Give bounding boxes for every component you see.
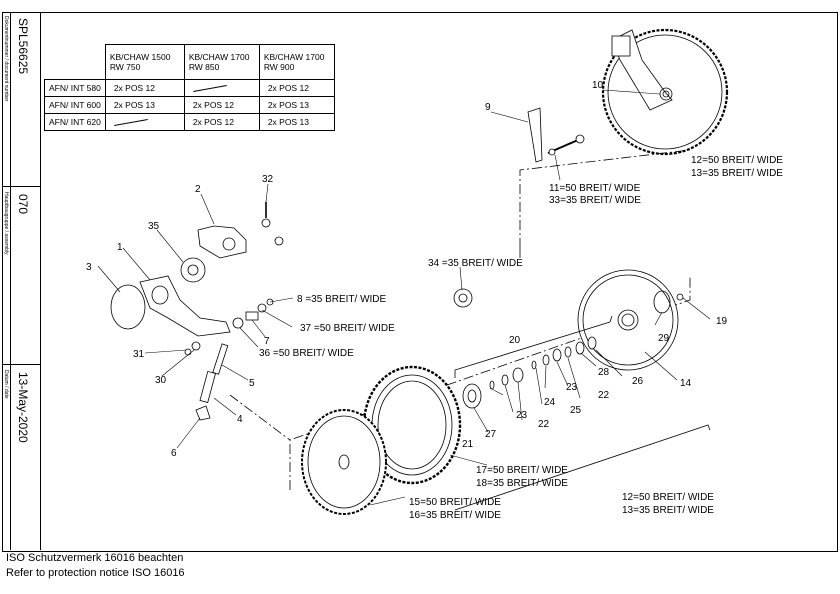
callout-15: 15=50 BREIT/ WIDE — [409, 497, 501, 508]
callout-19: 19 — [716, 316, 728, 327]
callout-28: 28 — [598, 367, 610, 378]
drawing-frame — [2, 12, 838, 552]
callout-36: 36 =50 BREIT/ WIDE — [259, 348, 354, 359]
callout-12: 12=50 BREIT/ WIDE — [622, 492, 714, 503]
callout-22a: 22 — [538, 419, 550, 430]
date: 13-May-2020 — [16, 372, 30, 443]
callout-30: 30 — [155, 375, 167, 386]
callout-34: 34 =35 BREIT/ WIDE — [428, 258, 523, 269]
callout-17: 17=50 BREIT/ WIDE — [476, 465, 568, 476]
callout-3: 3 — [86, 262, 92, 273]
doc-number: SPL56625 — [16, 18, 30, 75]
callout-13: 13=35 BREIT/ WIDE — [622, 505, 714, 516]
callout-21: 21 — [462, 439, 474, 450]
callout-12-top: 12=50 BREIT/ WIDE — [691, 155, 783, 166]
callout-32: 32 — [262, 174, 274, 185]
callout-14: 14 — [680, 378, 692, 389]
callout-1: 1 — [117, 242, 123, 253]
date-label: Datum / date — [3, 370, 9, 399]
washer-34 — [453, 288, 473, 308]
callout-24: 24 — [544, 397, 556, 408]
small-hardware — [184, 298, 274, 356]
assembly-axis-lines — [229, 149, 691, 490]
callout-2: 2 — [195, 184, 201, 195]
protection-notice-de: ISO Schutzvermerk 16016 beachten — [6, 552, 184, 564]
callout-26: 26 — [632, 376, 644, 387]
callout-4: 4 — [237, 414, 243, 425]
grouping-brackets — [454, 315, 711, 511]
doc-number-label: Dokumentnummer / document number — [3, 16, 9, 102]
callout-9: 9 — [485, 102, 491, 113]
assembly-number: 070 — [16, 194, 30, 215]
part-19 — [676, 293, 684, 301]
callout-8: 8 =35 BREIT/ WIDE — [297, 294, 387, 305]
hub-bracket-parts — [110, 202, 284, 337]
title-block-sidebar: Dokumentnummer / document number SPL5662… — [2, 12, 41, 550]
table-row: AFN/ INT 600 2x POS 13 2x POS 12 2x POS … — [44, 96, 335, 114]
upper-wheel-assembly — [601, 28, 729, 156]
callout-6: 6 — [171, 448, 177, 459]
callout-37: 37 =50 BREIT/ WIDE — [300, 323, 395, 334]
position-table: KB/CHAW 1500 RW 750 KB/CHAW 1700 RW 850 … — [44, 44, 335, 131]
disc-14 — [577, 269, 679, 371]
protection-notice-en: Refer to protection notice ISO 16016 — [6, 567, 185, 579]
callout-11: 11=50 BREIT/ WIDE — [549, 183, 641, 194]
table-header: KB/CHAW 1700 RW 850 — [183, 44, 260, 80]
callout-7: 7 — [264, 336, 270, 347]
ring-29 — [653, 290, 671, 314]
callout-16: 16=35 BREIT/ WIDE — [409, 510, 501, 521]
callout-31: 31 — [133, 349, 145, 360]
callout-25: 25 — [570, 405, 582, 416]
callout-35: 35 — [148, 221, 160, 232]
tyre-17 — [362, 365, 462, 485]
callout-23a: 23 — [516, 410, 528, 421]
callout-29: 29 — [658, 333, 670, 344]
table-header: KB/CHAW 1500 RW 750 — [104, 44, 185, 80]
callout-27: 27 — [485, 429, 497, 440]
callout-13-top: 13=35 BREIT/ WIDE — [691, 168, 783, 179]
callout-labels: 3 1 2 35 32 8 =35 BREIT/ WIDE 37 =50 BRE… — [86, 80, 783, 521]
callout-22b: 22 — [598, 390, 610, 401]
bracket-and-pin — [527, 107, 585, 163]
lever-parts — [195, 343, 229, 421]
callout-10: 10 — [592, 80, 604, 91]
table-row: AFN/ INT 620 2x POS 12 2x POS 13 — [44, 113, 335, 131]
callout-33: 33=35 BREIT/ WIDE — [549, 195, 641, 206]
bearing-stack — [462, 336, 597, 409]
callout-23b: 23 — [566, 382, 578, 393]
assembly-label: Hauptbaugruppe / assembly — [3, 192, 9, 255]
callout-18: 18=35 BREIT/ WIDE — [476, 478, 568, 489]
wheel-15 — [301, 409, 387, 515]
leader-lines — [97, 89, 711, 506]
callout-20: 20 — [509, 335, 521, 346]
callout-5: 5 — [249, 378, 255, 389]
